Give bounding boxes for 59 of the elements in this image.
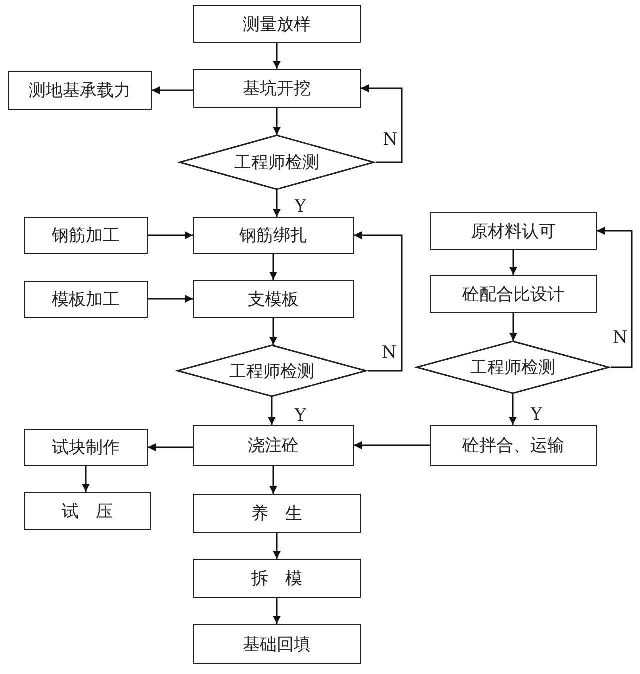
node-label: 养 生 — [252, 503, 302, 525]
decision-diamond — [415, 341, 611, 394]
node-label: 钢筋绑扎 — [240, 225, 308, 247]
process-box — [193, 5, 361, 43]
arrow — [270, 466, 278, 494]
node-label: 砼拌合、运输 — [462, 435, 564, 457]
arrow — [354, 442, 430, 450]
arrow — [270, 254, 278, 280]
node-label: 基坑开挖 — [243, 78, 311, 100]
process-box — [193, 559, 361, 598]
process-box — [193, 624, 361, 664]
arrow — [361, 84, 403, 164]
process-box — [24, 429, 148, 466]
arrow — [273, 533, 281, 559]
process-box — [24, 217, 148, 254]
arrow — [148, 232, 193, 240]
arrow — [273, 598, 281, 624]
node-label: 基础回填 — [243, 634, 311, 656]
node-label: 钢筋加工 — [52, 225, 120, 247]
arrow — [270, 318, 278, 345]
arrow — [268, 397, 276, 425]
arrow — [597, 227, 633, 368]
process-box — [8, 71, 152, 110]
arrow — [273, 43, 281, 69]
arrow — [82, 466, 90, 492]
node-label: 浇注砼 — [248, 435, 299, 457]
process-box — [193, 69, 361, 108]
node-label: 测地基承载力 — [29, 80, 131, 102]
process-box — [193, 425, 354, 466]
node-label: 拆 模 — [252, 568, 302, 590]
node-label: 试块制作 — [52, 437, 120, 459]
process-box — [430, 212, 597, 250]
arrow — [152, 86, 193, 94]
node-label: 测量放样 — [243, 14, 311, 36]
arrow — [509, 394, 517, 425]
process-box — [430, 275, 597, 313]
node-label: 工程师检测 — [230, 360, 314, 382]
process-box — [193, 494, 361, 533]
process-box — [24, 492, 151, 530]
node-label: 工程师检测 — [470, 357, 556, 379]
arrow — [273, 108, 281, 135]
arrow — [273, 190, 281, 217]
process-box — [430, 425, 597, 466]
decision-diamond — [178, 135, 376, 190]
node-label: 支模板 — [248, 288, 299, 310]
node-label: 砼配合比设计 — [462, 284, 564, 306]
node-label: 工程师检测 — [234, 152, 320, 174]
process-box — [193, 280, 354, 318]
arrow — [354, 232, 403, 372]
arrow — [510, 313, 518, 341]
process-box — [193, 217, 354, 254]
arrow — [148, 444, 193, 452]
arrow — [148, 295, 193, 303]
node-label: 原材料认可 — [471, 220, 556, 242]
arrow — [510, 250, 518, 275]
node-label: 模板加工 — [52, 289, 120, 311]
node-label: 试 压 — [62, 500, 113, 522]
decision-diamond — [176, 345, 368, 397]
process-box — [24, 281, 148, 318]
